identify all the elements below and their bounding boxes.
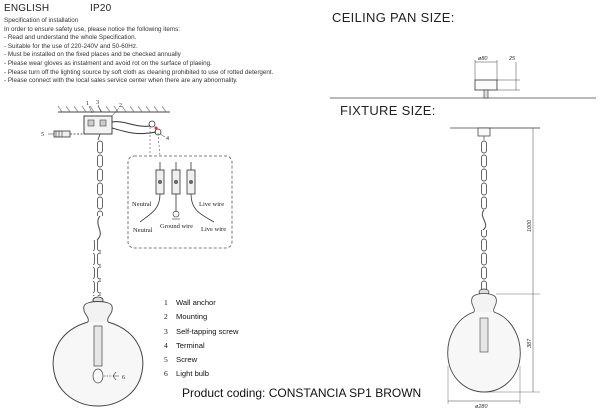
wire-label-live-bottom: Live wire <box>201 226 226 233</box>
fixture-shade-diameter: ø280 <box>475 404 488 410</box>
spec-line: - Read and understand the whole Specific… <box>4 34 137 42</box>
spec-line: In order to ensure safety use, please no… <box>4 25 181 33</box>
spec-line: - Please turn off the lighting source by… <box>4 68 274 76</box>
spec-line: - Please connect with the local sales se… <box>4 77 238 85</box>
callout-4: 4 <box>159 133 169 142</box>
product-coding: Product coding: CONSTANCIA SP1 BROWN <box>182 386 422 400</box>
language-label: ENGLISH <box>4 3 50 14</box>
callout-2: 2 <box>111 103 122 117</box>
ceiling-pan-drawing: ø80 25 <box>330 56 596 99</box>
svg-text:2: 2 <box>119 103 122 109</box>
light-bulb-icon: 6 <box>104 371 125 381</box>
ground-symbol-icon <box>172 210 180 220</box>
svg-text:4: 4 <box>166 136 169 142</box>
wire-label-neutral-top: Neutral <box>132 201 152 208</box>
svg-text:3: 3 <box>96 100 99 106</box>
ceiling-pan-height: 25 <box>508 56 516 62</box>
svg-text:1: 1 <box>86 101 89 107</box>
svg-text:6: 6 <box>122 375 125 381</box>
ip-rating-label: IP20 <box>90 3 112 14</box>
ceiling-pan-title: CEILING PAN SIZE: <box>332 10 455 25</box>
wiring-connector <box>149 127 161 157</box>
ceiling-pan-diameter: ø80 <box>478 56 488 62</box>
lamp-shade-left <box>52 296 144 407</box>
spec-line: - Please wear gloves as instalment and a… <box>4 59 212 67</box>
svg-text:5: 5 <box>41 132 44 138</box>
specification-title: Specification of installation <box>4 17 79 24</box>
spec-line: - Must be installed on the fixed places … <box>4 51 181 59</box>
fixture-total-height: 1000 <box>527 219 533 232</box>
fixture-drawing: 1000 387 ø280 <box>447 127 540 410</box>
fixture-size-title: FIXTURE SIZE: <box>340 103 436 118</box>
mounting-bracket <box>83 115 162 136</box>
wire-label-neutral-bottom: Neutral <box>133 227 153 234</box>
chain-left <box>93 133 104 296</box>
specification-block: Specification of installation In order t… <box>4 17 273 86</box>
callout-1: 1 <box>86 101 93 114</box>
wire-label-live-top: Live wire <box>199 201 224 208</box>
callout-5: 5 <box>41 132 54 138</box>
screw-icon <box>53 130 84 138</box>
spec-line: - Suitable for the use of 220-240V and 5… <box>4 42 138 50</box>
wiring-detail-box: Neutral Live wire Neutral Ground wire Li… <box>127 155 233 249</box>
ceiling-line <box>57 105 170 113</box>
callout-3: 3 <box>96 100 102 113</box>
fixture-shade-height: 387 <box>527 338 533 348</box>
wire-label-ground: Ground wire <box>160 223 193 230</box>
